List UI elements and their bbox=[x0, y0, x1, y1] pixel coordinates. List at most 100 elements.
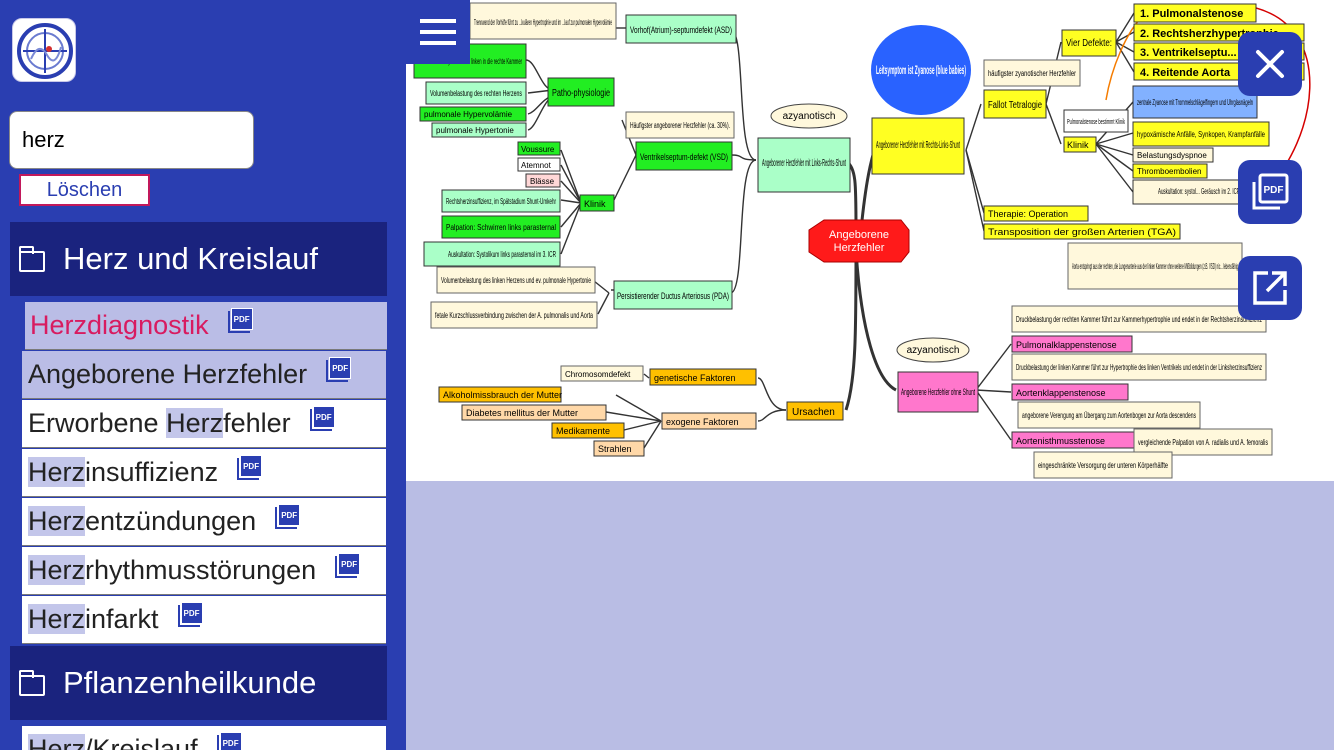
node-fk-2 bbox=[1132, 121, 1270, 147]
note-aks bbox=[1011, 353, 1267, 381]
close-button[interactable] bbox=[1238, 32, 1302, 96]
category-label: Pflanzenheilkunde bbox=[63, 665, 317, 700]
item-label-rest: diagnostik bbox=[87, 310, 209, 340]
node-exo-2 bbox=[461, 404, 607, 421]
node-links-rechts-shunt bbox=[757, 137, 851, 193]
item-label: Herz/Kreislauf bbox=[28, 734, 198, 750]
node-label: Klinik bbox=[1067, 140, 1089, 150]
hamburger-menu-button[interactable] bbox=[406, 0, 470, 64]
open-external-button[interactable] bbox=[1238, 256, 1302, 320]
tag-azyanotisch bbox=[896, 337, 970, 363]
tag-label: azyanotisch bbox=[783, 111, 836, 122]
node-label: Auskultation: systol... Geräusch im 2. I… bbox=[1158, 187, 1240, 196]
pdf-icon[interactable]: PDF bbox=[227, 307, 253, 333]
search-match: Herz bbox=[30, 310, 88, 340]
node-label: exogene Faktoren bbox=[666, 417, 739, 427]
list-item-herzdiagnostik[interactable]: Herzdiagnostik PDF bbox=[25, 302, 387, 350]
item-label-rest: infarkt bbox=[85, 604, 159, 634]
list-item-angeborene-herzfehler[interactable]: Angeborene Herzfehler PDF bbox=[22, 351, 386, 399]
item-label: Angeborene Herzfehler bbox=[28, 359, 307, 390]
node-rechts-links-shunt bbox=[871, 117, 965, 175]
list-item-erworbene-herzfehler[interactable]: Erworbene Herzfehler PDF bbox=[22, 400, 386, 448]
folder-icon bbox=[18, 669, 45, 696]
node-label: Patho-physiologie bbox=[552, 88, 610, 99]
node-label: hypoxämische Anfälle, Synkopen, Krampfan… bbox=[1137, 130, 1265, 139]
note-label: Trennwand der Vorhöfe führt zu ...kuläre… bbox=[474, 18, 612, 27]
note-vsd bbox=[625, 111, 735, 139]
note-label: Chromosomdefekt bbox=[565, 370, 631, 379]
node-label: Aortenklappenstenose bbox=[1016, 388, 1106, 398]
node-asd bbox=[625, 14, 737, 44]
node-vier-defekte bbox=[1061, 29, 1117, 57]
pdf-icon-label: PDF bbox=[338, 552, 361, 575]
node-label: Atemnot bbox=[521, 161, 552, 170]
pdf-icon[interactable]: PDF bbox=[309, 405, 335, 431]
search-match: Herz bbox=[28, 457, 86, 487]
note-pda-2 bbox=[430, 301, 598, 329]
tag-azyanotisch bbox=[770, 103, 848, 129]
node-pda bbox=[613, 280, 733, 310]
pdf-icon[interactable]: PDF bbox=[335, 552, 361, 578]
note-chromosomdefekt bbox=[560, 365, 644, 382]
node-label: Vier Defekte: bbox=[1066, 38, 1112, 49]
node-label: Strahlen bbox=[598, 444, 632, 454]
node-label: Belastungsdyspnoe bbox=[1137, 151, 1207, 160]
pdf-icon[interactable]: PDF bbox=[216, 731, 242, 750]
node-tga bbox=[983, 223, 1181, 240]
search-input[interactable] bbox=[9, 111, 254, 169]
note-label: vergleichende Palpation von A. radialis … bbox=[1138, 438, 1268, 447]
cyanosis-note-label: Leitsymptom ist Zyanose (blue babies) bbox=[876, 63, 966, 77]
pdf-icon[interactable]: PDF bbox=[237, 454, 263, 480]
node-label: Angeborener Herzfehler mit Links-Rechts-… bbox=[762, 158, 846, 169]
node-klinik-4 bbox=[441, 189, 561, 213]
item-label: Herzentzündungen bbox=[28, 506, 256, 537]
node-label: 1. Pulmonalstenose bbox=[1140, 8, 1243, 20]
pdf-icon[interactable]: PDF bbox=[275, 503, 301, 529]
list-item-herzrhythmusstoerungen[interactable]: Herzrhythmusstörungen PDF bbox=[22, 547, 386, 595]
node-label: genetische Faktoren bbox=[654, 373, 736, 383]
pdf-icon[interactable]: PDF bbox=[326, 356, 352, 382]
node-label: ...während der Systole ...der linken in … bbox=[418, 57, 522, 66]
node-vsd bbox=[635, 141, 733, 171]
category-pflanzenheilkunde[interactable]: Pflanzenheilkunde bbox=[10, 646, 387, 720]
list-item-herzinsuffizienz[interactable]: Herzinsuffizienz PDF bbox=[22, 449, 386, 497]
tag-label: azyanotisch bbox=[907, 345, 960, 356]
list-item-herzinfarkt[interactable]: Herzinfarkt PDF bbox=[22, 596, 386, 644]
app-logo-icon[interactable] bbox=[12, 18, 76, 82]
item-label: Herzinsuffizienz bbox=[28, 457, 218, 488]
pdf-icon-label: PDF bbox=[230, 307, 253, 330]
node-label: Therapie: Operation bbox=[988, 209, 1068, 219]
pdf-button[interactable]: PDF bbox=[1238, 160, 1302, 224]
node-pathophysiologie bbox=[547, 77, 615, 107]
node-klinik-6 bbox=[423, 241, 561, 267]
node-label: Transposition der großen Arterien (TGA) bbox=[988, 227, 1176, 237]
node-label: Ursachen bbox=[792, 407, 835, 418]
pdf-icon[interactable]: PDF bbox=[177, 601, 203, 627]
node-label: Thromboembolien bbox=[1137, 167, 1201, 176]
node-klinik-2 bbox=[517, 157, 561, 172]
node-label: Persistierender Ductus Arteriosus (PDA) bbox=[617, 291, 729, 301]
note-asd bbox=[469, 2, 617, 40]
list-item-herzentzuendungen[interactable]: Herzentzündungen PDF bbox=[22, 498, 386, 546]
node-label: Fallot Tetralogie bbox=[988, 100, 1042, 111]
node-exo-3 bbox=[551, 422, 625, 439]
category-herz-und-kreislauf[interactable]: Herz und Kreislauf bbox=[10, 222, 387, 296]
note-pda-1 bbox=[436, 266, 596, 294]
node-pulmonalklappenstenose bbox=[1011, 335, 1133, 353]
item-label-rest: rhythmusstörungen bbox=[85, 555, 317, 585]
node-fk-1 bbox=[1132, 85, 1258, 119]
node-fk-5 bbox=[1132, 179, 1244, 205]
item-label-rest: entzündungen bbox=[85, 506, 257, 536]
node-label: Auskultation: Systolikum links parastern… bbox=[448, 250, 556, 259]
item-label-rest: Angeborene Herzfehler bbox=[28, 359, 308, 389]
node-label: Pulmonalstenose bestimmt Klinik bbox=[1067, 119, 1125, 126]
note-ais-2 bbox=[1133, 428, 1273, 456]
node-klinik bbox=[579, 194, 615, 212]
node-fallot bbox=[983, 89, 1047, 119]
note-tga bbox=[1067, 242, 1243, 290]
list-item-herz-kreislauf[interactable]: Herz/Kreislauf PDF bbox=[22, 726, 386, 750]
clear-search-button[interactable]: Löschen bbox=[19, 174, 150, 206]
node-label: Diabetes mellitus der Mutter bbox=[466, 408, 578, 418]
